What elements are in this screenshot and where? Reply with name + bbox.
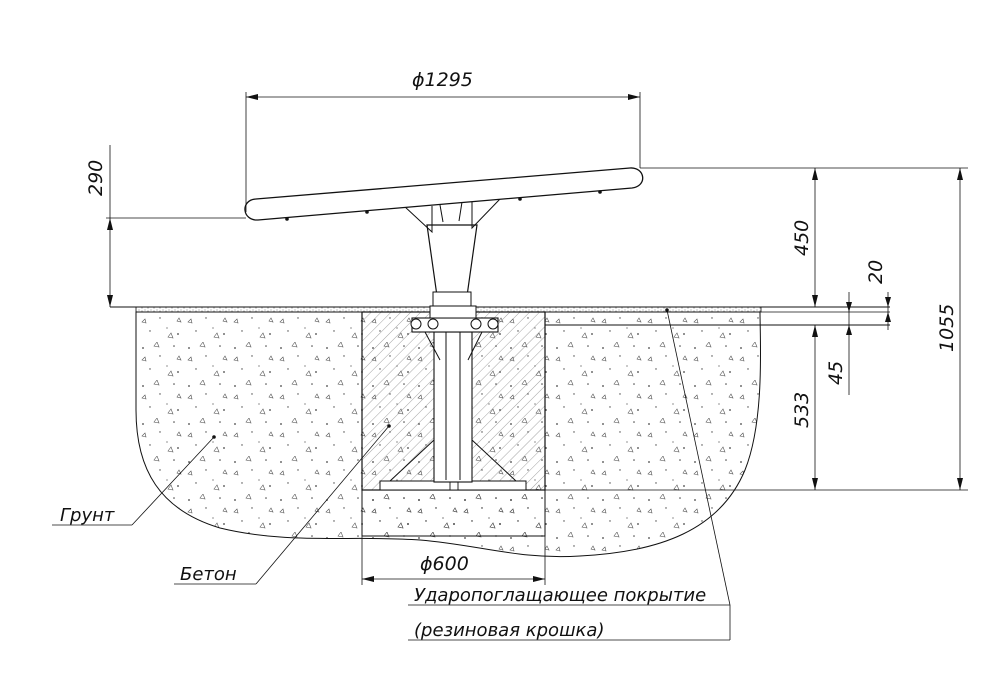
anchor-assembly <box>379 305 527 491</box>
dim-20-label: 20 <box>865 260 887 284</box>
column <box>403 198 501 307</box>
dim-450-label: 450 <box>791 220 813 256</box>
dim-290-label: 290 <box>85 160 107 196</box>
leader-concrete: Бетон <box>174 424 391 585</box>
dimension-1055: 1055 <box>936 168 963 490</box>
dimension-20: 20 <box>865 260 891 330</box>
dim-1055-label: 1055 <box>936 304 958 352</box>
leader-coating: Ударопоглащающее покрытие (резиновая кро… <box>408 308 731 641</box>
dim-diameter-top-label: ϕ1295 <box>412 69 473 91</box>
dimension-450: 450 <box>640 167 968 307</box>
seat-disc <box>244 167 644 221</box>
dimension-290: 290 <box>85 145 246 307</box>
dimension-45: 45 <box>825 292 852 395</box>
label-coating-line2: (резиновая крошка) <box>414 620 604 641</box>
label-ground: Грунт <box>60 505 115 526</box>
label-concrete: Бетон <box>180 564 237 585</box>
dimension-533: 533 <box>545 325 968 491</box>
dimension-diameter-top: ϕ1295 <box>245 69 641 212</box>
dimension-diameter-base: ϕ600 <box>361 536 546 585</box>
label-coating-line1: Ударопоглащающее покрытие <box>414 585 706 606</box>
leader-ground: Грунт <box>52 435 216 526</box>
dim-533-label: 533 <box>791 392 813 428</box>
dim-45-label: 45 <box>825 361 847 385</box>
dim-diameter-base-label: ϕ600 <box>420 553 469 575</box>
